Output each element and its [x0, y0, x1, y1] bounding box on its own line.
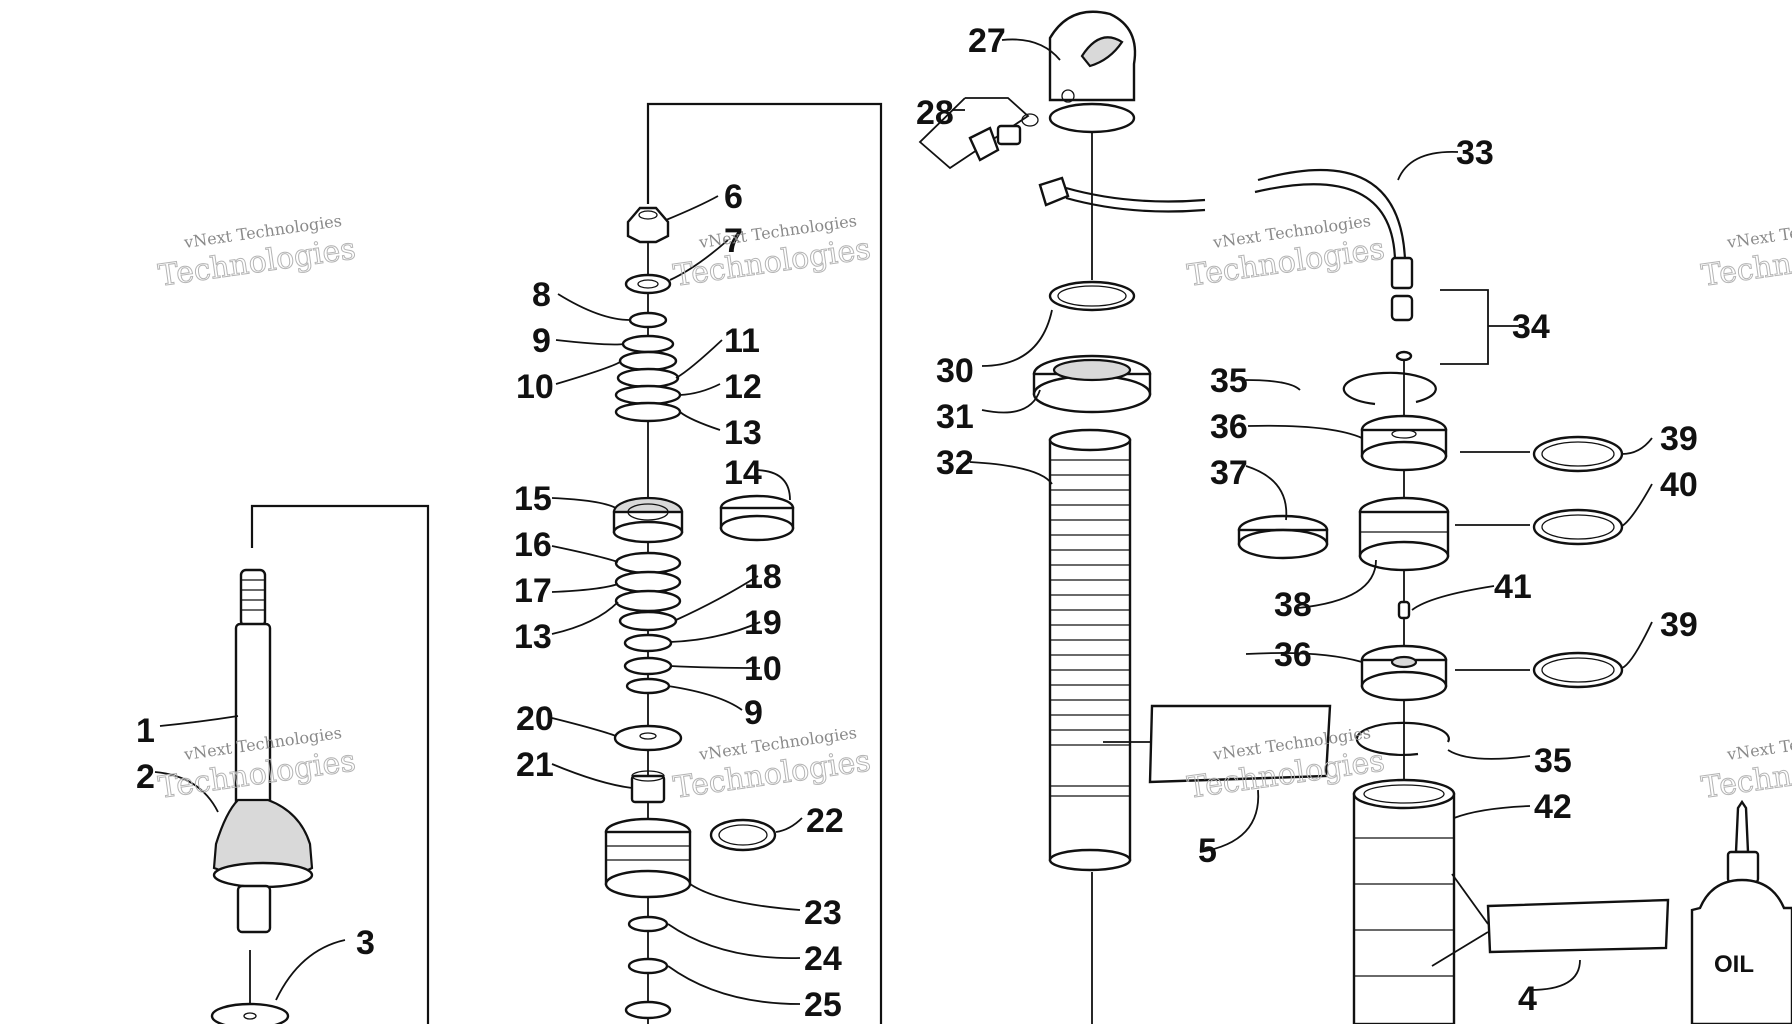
leader-lines: [154, 38, 1653, 1005]
callout-20: 20: [516, 700, 554, 738]
callout-1: 1: [136, 712, 155, 750]
callout-33: 33: [1456, 134, 1494, 172]
callout-30: 30: [936, 352, 974, 390]
callout-5: 5: [1198, 832, 1217, 870]
callout-40: 40: [1660, 466, 1698, 504]
watermarks: vNext Technologies Technologies vNext Te…: [156, 211, 1792, 806]
callout-37: 37: [1210, 454, 1248, 492]
oil-label: OIL: [1714, 951, 1754, 978]
callout-42: 42: [1534, 788, 1572, 826]
callout-15: 15: [514, 480, 552, 518]
valve-stack: [604, 102, 883, 1024]
callout-10: 10: [516, 368, 554, 406]
callout-14: 14: [724, 454, 762, 492]
callout-39: 39: [1660, 420, 1698, 458]
callout-24: 24: [804, 940, 842, 978]
callout-17: 17: [514, 572, 552, 610]
callout-28: 28: [916, 94, 954, 132]
callout-4: 4: [1518, 980, 1537, 1018]
callout-13: 13: [724, 414, 762, 452]
callout-13b: 13: [514, 618, 552, 656]
callout-8: 8: [532, 276, 551, 314]
callout-22: 22: [806, 802, 844, 840]
oil-bottle: OIL: [1690, 799, 1792, 1024]
callout-35: 35: [1210, 362, 1248, 400]
callouts: 1 2 3 4 5 6 7 8 9 10 11 12 13 14 15 16 1…: [136, 22, 1698, 1024]
callout-38: 38: [1274, 586, 1312, 624]
callout-18: 18: [744, 558, 782, 596]
callout-12: 12: [724, 368, 762, 406]
callout-36: 36: [1210, 408, 1248, 446]
callout-19: 19: [744, 604, 782, 642]
callout-21: 21: [516, 746, 554, 784]
callout-2: 2: [136, 758, 155, 796]
callout-31: 31: [936, 398, 974, 436]
callout-23: 23: [804, 894, 842, 932]
callout-11: 11: [724, 322, 760, 360]
callout-6: 6: [724, 178, 743, 216]
callout-27: 27: [968, 22, 1006, 60]
callout-7: 7: [724, 222, 743, 260]
callout-3: 3: [356, 924, 375, 962]
callout-10b: 10: [744, 650, 782, 688]
callout-35b: 35: [1534, 742, 1572, 780]
callout-9: 9: [532, 322, 551, 360]
callout-9b: 9: [744, 694, 763, 732]
watermark-text: vNext Technologies: [1725, 211, 1792, 252]
callout-16: 16: [514, 526, 552, 564]
callout-41: 41: [1494, 568, 1532, 606]
callout-36b: 36: [1274, 636, 1312, 674]
callout-32: 32: [936, 444, 974, 482]
shock-body: [918, 10, 1670, 1024]
watermark-text: vNext Technologies: [1725, 723, 1792, 764]
callout-34: 34: [1512, 308, 1550, 346]
rod-assembly: [210, 504, 430, 1024]
callout-39b: 39: [1660, 606, 1698, 644]
callout-25: 25: [804, 986, 842, 1024]
